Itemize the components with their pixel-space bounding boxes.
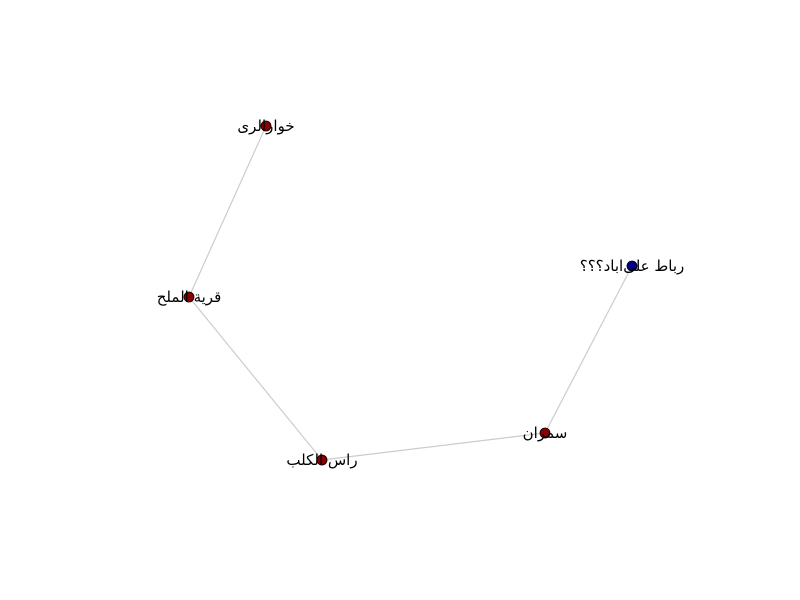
- node-label-samran: سمران: [523, 424, 568, 442]
- node-khawaral[interactable]: [260, 120, 272, 132]
- edge-samran-rabat: [544, 265, 633, 434]
- node-rabat[interactable]: [626, 260, 638, 272]
- node-label-ras: راس الكلب: [286, 451, 357, 469]
- node-samran[interactable]: [539, 427, 551, 439]
- edge-ras-samran: [321, 432, 546, 461]
- edge-qaryat-ras: [188, 296, 323, 461]
- edges-layer: [188, 125, 633, 461]
- edge-khawaral-qaryat: [188, 125, 267, 298]
- node-ras[interactable]: [316, 454, 328, 466]
- node-label-khawaral: خوارالری: [237, 117, 294, 135]
- node-qaryat[interactable]: [183, 291, 195, 303]
- nodes-layer: [183, 120, 638, 466]
- node-label-qaryat: قرية الملح: [157, 288, 222, 306]
- node-label-rabat: رباط علی‌اباد؟؟؟: [580, 257, 685, 275]
- labels-layer: خوارالری قرية الملح راس الكلب سمران رباط علی…: [157, 117, 685, 469]
